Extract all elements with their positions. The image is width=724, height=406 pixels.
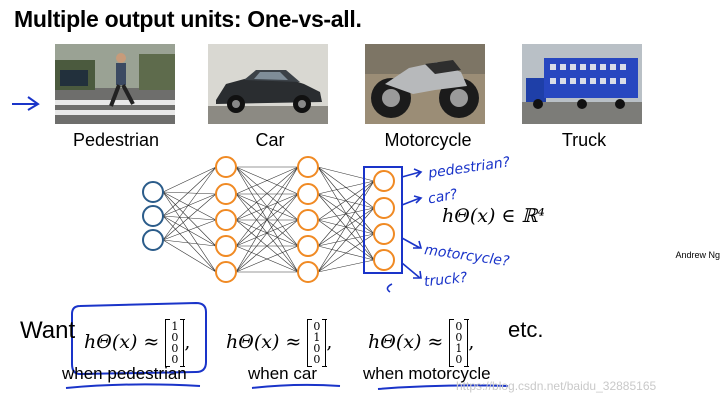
output-neuron — [374, 198, 394, 218]
output-neuron — [374, 224, 394, 244]
hypothesis-formula: hΘ(x) ∈ ℝ⁴ — [442, 205, 545, 227]
watermark: https://blog.csdn.net/baidu_32885165 — [456, 379, 656, 393]
hidden-neuron — [216, 210, 236, 230]
hidden-neuron — [216, 157, 236, 177]
author-label: Andrew Ng — [675, 250, 720, 260]
hidden-neuron — [216, 262, 236, 282]
network-edge — [163, 192, 216, 220]
network-edge — [163, 194, 216, 240]
hidden-neuron — [216, 236, 236, 256]
pointer-arrow-icon — [12, 97, 38, 110]
network-edge — [163, 192, 216, 194]
equation-car: hΘ(x) ≈ 0 1 0 0 , — [226, 320, 332, 366]
network-edge — [163, 216, 216, 246]
equation-pedestrian: hΘ(x) ≈ 1 0 0 0 , — [84, 320, 190, 366]
network-edge — [318, 167, 374, 181]
equation-lhs: hΘ(x) ≈ — [84, 331, 159, 353]
network-edge — [163, 167, 216, 216]
network-edge — [163, 194, 216, 216]
vector-motorcycle: 0 0 1 0 — [449, 320, 468, 366]
input-neuron — [143, 230, 163, 250]
hidden-neuron — [216, 184, 236, 204]
under-label-pedestrian: when pedestrian — [62, 364, 187, 384]
vector-car: 0 1 0 0 — [307, 320, 326, 366]
hidden-neuron — [298, 210, 318, 230]
hidden-neuron — [298, 236, 318, 256]
output-neuron — [374, 171, 394, 191]
network-edge — [163, 216, 216, 272]
equation-lhs: hΘ(x) ≈ — [368, 331, 443, 353]
etc-label: etc. — [508, 317, 543, 343]
output-neuron — [374, 250, 394, 270]
network-edge — [318, 181, 374, 194]
network-edge — [318, 181, 374, 272]
network-edge — [318, 194, 374, 208]
hidden-neuron — [298, 184, 318, 204]
hidden-neuron — [298, 157, 318, 177]
network-edge — [163, 220, 216, 240]
under-label-car: when car — [248, 364, 317, 384]
hidden-neuron — [298, 262, 318, 282]
input-neuron — [143, 182, 163, 202]
network-edge — [163, 192, 216, 246]
want-label: Want — [20, 317, 75, 345]
vector-pedestrian: 1 0 0 0 — [165, 320, 184, 366]
equation-motorcycle: hΘ(x) ≈ 0 0 1 0 , — [368, 320, 474, 366]
input-neuron — [143, 206, 163, 226]
network-edge — [163, 167, 216, 192]
equation-lhs: hΘ(x) ≈ — [226, 331, 301, 353]
